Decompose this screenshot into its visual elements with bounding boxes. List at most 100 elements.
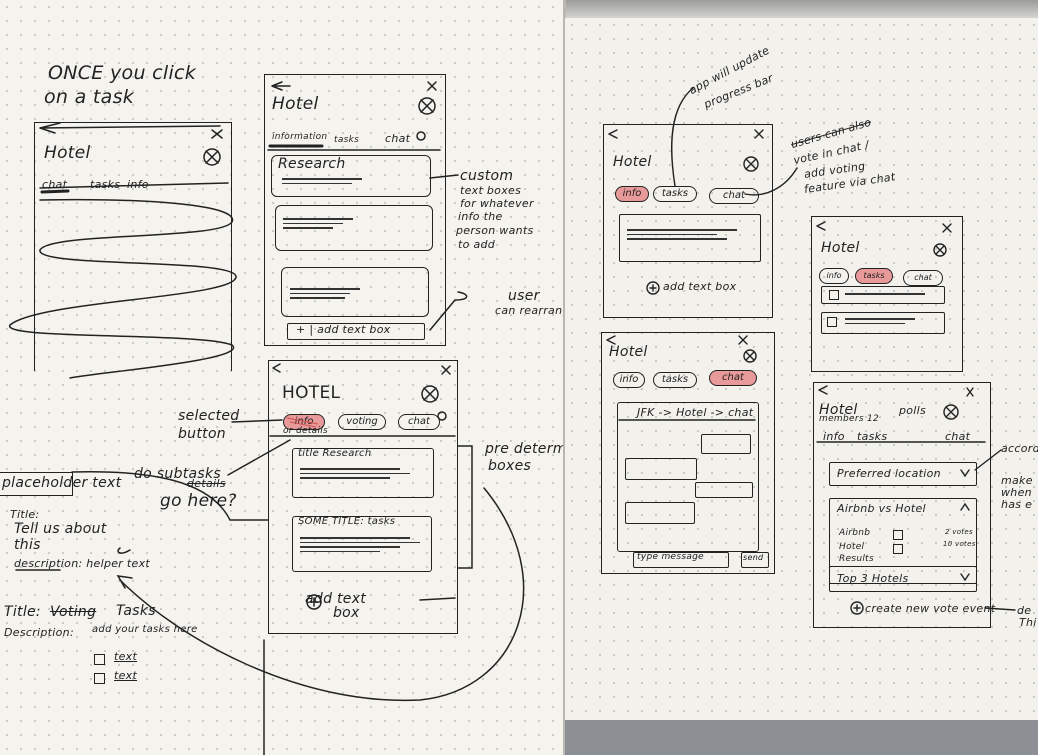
annot-rearrange-2: can rearrange	[495, 304, 563, 317]
sketchD-accordion-preferred-location	[829, 462, 977, 486]
sketch3-card2-title: SOME TITLE: tasks	[298, 516, 396, 527]
sketch3-card1-title: title Research	[298, 448, 372, 459]
margin-note-5: de	[1017, 604, 1032, 617]
sketch2-tab-information: information	[272, 132, 328, 142]
annot-predetermined-2: boxes	[488, 458, 532, 474]
sketch3-card2	[292, 516, 432, 572]
sketchC-bubble-3	[695, 482, 753, 498]
annot-custom-3: for whatever	[460, 197, 534, 210]
sketch2-card2-lines	[283, 215, 353, 232]
annot-subtasks-1: do subtasks	[134, 466, 222, 482]
tasks-description-value: add your tasks here	[92, 624, 198, 635]
sketchD-accordion2-label: Airbnb vs Hotel	[837, 502, 926, 515]
sketchB-phone-frame	[811, 216, 963, 372]
sketch2-phone-frame	[264, 74, 446, 346]
sketchC-tab-info: info	[613, 372, 645, 388]
sketchD-phone-frame	[813, 382, 991, 628]
task-checkbox-2	[94, 673, 105, 684]
annot-custom-4: info the	[458, 210, 503, 223]
sketch2-card-research	[271, 155, 431, 197]
annot-predetermined-1: pre determi	[485, 441, 563, 457]
sketch1-tab-tasks: tasks	[90, 178, 121, 191]
heading-line2: on a task	[44, 86, 135, 108]
margin-note-6: Thi	[1019, 616, 1037, 629]
sketchD-option2: Hotel	[839, 542, 865, 552]
margin-note-4: has e	[1001, 498, 1033, 511]
sketch1-tab-info: info	[127, 178, 149, 191]
sketchC-bubble-1	[701, 434, 751, 454]
sketchA-phone-frame	[603, 124, 773, 318]
placeholder-box	[0, 472, 73, 496]
task-item-2: text	[114, 669, 138, 682]
sketchD-accordion-airbnb-vs-hotel	[829, 498, 977, 584]
page-top-shadow-right	[565, 0, 1038, 22]
sketchA-tab-chat: chat	[709, 188, 759, 204]
sketch3-phone-frame	[268, 360, 458, 634]
sketchB-checkbox-1	[829, 290, 839, 300]
sketchC-phone-frame	[601, 332, 775, 574]
sketch2-card1-lines	[282, 175, 362, 187]
margin-note-1: accord	[1001, 442, 1038, 455]
sketchC-send-button	[741, 552, 769, 568]
annot-custom-5: person wants	[456, 224, 534, 237]
sketch1-phone-frame	[34, 122, 232, 371]
sketch2-add-text-box-button	[287, 323, 425, 340]
sketch2-title: Hotel	[272, 94, 319, 114]
tasks-title-struck: Voting	[50, 604, 97, 620]
sketchD-tab-tasks: tasks	[857, 430, 888, 443]
sketchD-option1-checkbox	[893, 530, 903, 540]
sketchB-row1-lines	[845, 290, 925, 298]
sketchB-tab-tasks: tasks	[855, 268, 893, 284]
sketchD-option1: Airbnb	[839, 528, 871, 538]
sketchB-task-row-2	[821, 312, 945, 334]
placeholder-label: placeholder text	[2, 475, 122, 491]
tasks-title-value: Tasks	[116, 603, 156, 619]
annot-custom-6: to add	[458, 238, 496, 251]
annot-custom-2: text boxes	[460, 184, 522, 197]
sketchB-row2-lines	[845, 315, 915, 327]
sketchD-title: Hotel	[819, 402, 858, 418]
sketch2-tab-tasks: tasks	[334, 135, 360, 145]
sketch3-tab-voting: voting	[338, 414, 386, 430]
sketchA-card	[619, 214, 761, 262]
sketchD-option2-votes: 10 votes	[943, 540, 976, 548]
annot-custom-1: custom	[460, 168, 514, 184]
sketchD-members: members 12	[819, 414, 880, 424]
sketchA-tab-info: info	[615, 186, 649, 202]
sketchB-task-row-1	[821, 286, 945, 304]
annot-rearrange-1: user	[508, 288, 540, 304]
sketchC-route: JFK -> Hotel -> chat	[637, 406, 754, 419]
annot-selected-2: button	[178, 426, 226, 442]
sketchB-title: Hotel	[821, 240, 860, 256]
sketchC-tab-tasks: tasks	[653, 372, 697, 388]
sketchC-send-label: send	[743, 553, 764, 562]
sketchC-tab-chat: chat	[709, 370, 757, 386]
annot-selected-1: selected	[178, 408, 240, 424]
sketchD-accordion3-label: Top 3 Hotels	[837, 572, 909, 585]
sketch2-tab-chat: chat	[385, 132, 411, 145]
sketchA-add-label: add text box	[663, 280, 737, 293]
sketchC-title: Hotel	[609, 344, 648, 360]
sketchA-card-lines	[627, 226, 737, 243]
sketch1-title: Hotel	[44, 143, 91, 163]
sketch3-tab-chat: chat	[398, 414, 440, 430]
sketch3-add-label-2: box	[333, 605, 360, 621]
right-notebook-page: app will update progress bar users can a…	[565, 18, 1038, 738]
sketchD-accordion1-label: Preferred location	[837, 467, 941, 480]
sketchD-results-label: Results	[839, 554, 875, 564]
sketchD-accordion-top-3-hotels	[829, 566, 977, 592]
sketchD-tab-polls: polls	[899, 404, 927, 417]
sketch3-title: HOTEL	[282, 383, 341, 403]
task-item-1: text	[114, 650, 138, 663]
sketchB-tab-info: info	[819, 268, 849, 284]
sketchA-title: Hotel	[613, 154, 652, 170]
tasks-description-label: Description:	[4, 626, 74, 639]
task-checkbox-1	[94, 654, 105, 665]
sketchD-create-label: create new vote event	[865, 602, 996, 615]
left-page-ink-strokes	[9, 81, 525, 755]
heading-line1: ONCE you click	[48, 62, 197, 84]
sketchC-bubble-4	[625, 502, 695, 524]
sketchD-tab-chat: chat	[945, 430, 971, 443]
sketchD-option1-votes: 2 votes	[945, 528, 973, 536]
sketchD-option2-checkbox	[893, 544, 903, 554]
